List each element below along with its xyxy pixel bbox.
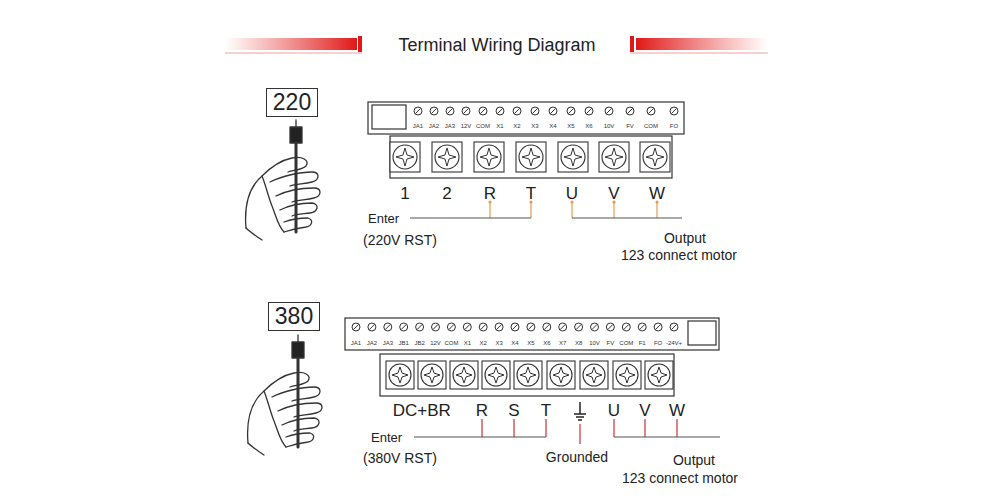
pin-label: 12V xyxy=(461,123,472,129)
pin-label: FO xyxy=(670,123,678,129)
voltage-text: 220 xyxy=(271,91,313,114)
pin-label: COM xyxy=(619,340,633,346)
pin-label: F1 xyxy=(639,340,646,346)
note-label: (220V RST) xyxy=(363,233,437,247)
pin-label: JA3 xyxy=(383,340,393,346)
note-label: 123 connect motor xyxy=(621,248,737,262)
pin-label: X5 xyxy=(567,123,574,129)
wire xyxy=(410,200,682,218)
voltage-tag: 220 xyxy=(266,88,318,117)
pin-label: X1 xyxy=(464,340,471,346)
pin-label: JA2 xyxy=(367,340,377,346)
terminal-label: T xyxy=(526,185,536,202)
pin-label: X5 xyxy=(527,340,534,346)
terminal-label: U xyxy=(608,402,620,419)
terminal-label: W xyxy=(649,185,665,202)
pin-label: X7 xyxy=(559,340,566,346)
pin-label: JA2 xyxy=(429,123,439,129)
pin-label: FV xyxy=(607,340,615,346)
pin-label: COM xyxy=(644,123,658,129)
terminal-label: R xyxy=(476,402,488,419)
pin-label: JB2 xyxy=(414,340,424,346)
pin-label: X1 xyxy=(496,123,503,129)
terminal-label: T xyxy=(541,402,551,419)
pin-label: X2 xyxy=(480,340,487,346)
pin-label: X3 xyxy=(531,123,538,129)
title-bar xyxy=(225,36,768,53)
terminal-label: BR xyxy=(427,402,451,419)
note-label: Enter xyxy=(368,212,399,225)
pin-label: X8 xyxy=(575,340,582,346)
terminal-label: V xyxy=(639,402,650,419)
pin-label: X2 xyxy=(513,123,520,129)
pin-label: JA3 xyxy=(445,123,455,129)
voltage-tag: 380 xyxy=(268,302,320,331)
pin-label: 10V xyxy=(589,340,600,346)
hand-plug xyxy=(246,120,320,240)
note-label: Output xyxy=(673,453,715,467)
terminal-label: U xyxy=(566,185,578,202)
pin-label: COM xyxy=(476,123,490,129)
wire xyxy=(414,419,720,444)
pin-label: X6 xyxy=(543,340,550,346)
terminal-label: S xyxy=(508,402,519,419)
diagram-title: Terminal Wiring Diagram xyxy=(398,36,595,54)
terminal-label: W xyxy=(669,402,685,419)
pin-label: X4 xyxy=(511,340,518,346)
note-label: 123 connect motor xyxy=(622,471,738,485)
note-label: Grounded xyxy=(546,450,608,464)
pin-label: FO xyxy=(654,340,662,346)
terminal-label: R xyxy=(484,185,496,202)
pin-label: JB1 xyxy=(399,340,409,346)
pin-label: X4 xyxy=(549,123,556,129)
pin-label: X6 xyxy=(585,123,592,129)
voltage-text: 380 xyxy=(273,305,315,328)
terminal-block-380 xyxy=(345,318,719,396)
pin-label: JA1 xyxy=(351,340,361,346)
pin-label: X3 xyxy=(495,340,502,346)
note-label: (380V RST) xyxy=(363,451,437,465)
pin-label: 10V xyxy=(604,123,615,129)
note-label: Output xyxy=(664,231,706,245)
pin-label: -24V+ xyxy=(666,340,682,346)
terminal-label: DC+ xyxy=(393,402,427,419)
pin-label: COM xyxy=(444,340,458,346)
terminal-label: 2 xyxy=(442,185,451,202)
terminal-block-220 xyxy=(368,102,684,178)
pin-label: 12V xyxy=(430,340,441,346)
pin-label: FV xyxy=(626,123,634,129)
pin-label: JA1 xyxy=(413,123,423,129)
terminal-label: 1 xyxy=(400,185,409,202)
terminal-label: V xyxy=(608,185,619,202)
ground-symbol xyxy=(574,402,586,420)
note-label: Enter xyxy=(371,431,402,444)
